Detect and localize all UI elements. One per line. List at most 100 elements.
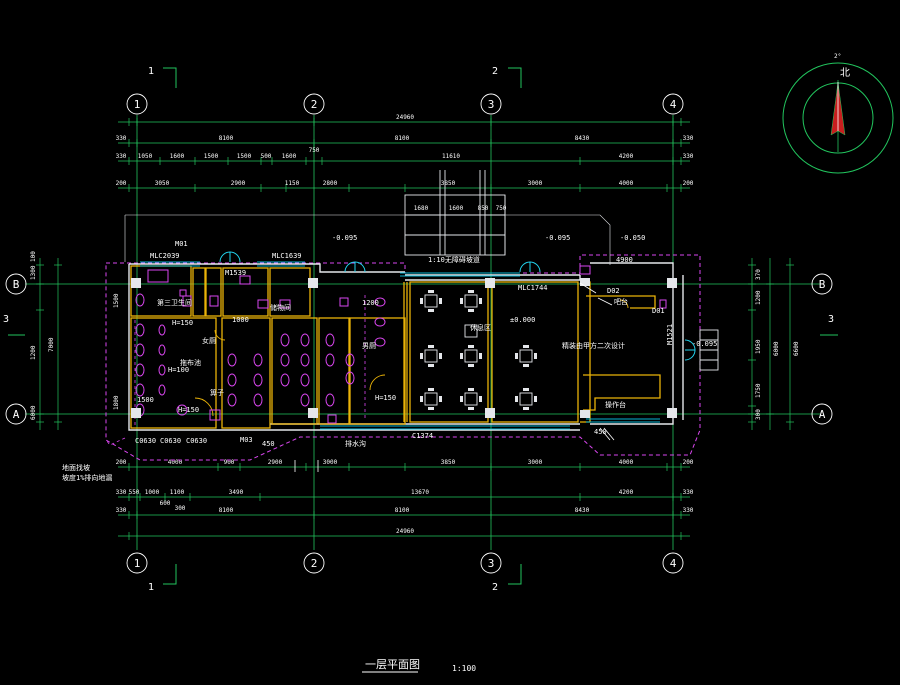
dim-bot-r1-2: 900 [224,459,235,466]
dim-top-r3-7: 750 [309,147,320,154]
label-mlc1744: MLC1744 [518,284,548,292]
label-bar: 吧台 [614,297,628,306]
windows [140,261,660,430]
axis-bubble-1-top [126,93,148,115]
dining-tables [424,294,533,406]
dim-bot-r2-3: 1100 [170,489,185,496]
dimension-lines [39,121,791,537]
dim-top-inner-1: 1600 [449,205,464,212]
axis-label-4-bottom: 4 [670,557,677,570]
axis-label-A-right: A [819,408,826,421]
entrance-ramp [404,170,506,256]
north-arrow [782,62,894,174]
side-steps [699,329,719,371]
north-label: 北 [840,67,850,79]
dim-top-r3-4: 1500 [237,153,252,160]
dim-left-3: 7000 [48,337,55,352]
dim-right-1: 1200 [755,290,762,305]
axis-label-4-top: 4 [670,98,677,111]
dim-right-4: 6600 [793,341,800,356]
dim-top-r4-2: 2900 [231,180,246,187]
dim-left-0: 100 [30,251,37,262]
dim-bot-r1-4: 3000 [323,459,338,466]
axis-label-2-top: 2 [311,98,318,111]
label-h150b: H=150 [178,406,199,414]
label-d002: D02 [607,287,620,295]
label-third-toilet: 第三卫生间 [157,298,192,307]
dim-top-mid-4: 330 [683,135,694,142]
dim-bot-small-0: 600 [160,500,171,507]
axis-label-1-top: 1 [134,98,141,111]
dim-bot-r1-0: 200 [116,459,127,466]
dim-right-5: 1750 [755,383,762,398]
label-h1500: 1500 [137,396,154,404]
axis-bubble-4-bottom [662,552,684,574]
section-mark-1-bottom: 1 [148,582,154,593]
dim-bot-r1-8: 200 [683,459,694,466]
dim-top-r3-6: 1600 [282,153,297,160]
label-v450: 450 [594,428,607,436]
section-mark-3-right: 3 [828,314,834,325]
dim-bot-r2-5: 13670 [411,489,429,496]
dim-top-r3-0: 330 [116,153,127,160]
label-v4900: 4900 [616,256,633,264]
door-swings [219,251,696,361]
label-elev-2: -0.095 [545,234,570,242]
dim-top-mid-2: 8100 [395,135,410,142]
label-elev-5: -0.095 [692,340,717,348]
section-mark-3-left: 3 [3,314,9,325]
dim-bot-r3-1: 8100 [219,507,234,514]
dim-bot-r2-1: 550 [129,489,140,496]
label-c0630c: C0630 [186,437,207,445]
dim-right-0: 370 [755,269,762,280]
dim-left-extra-0: 1500 [113,293,120,308]
axis-bubble-A-left [5,403,27,425]
section-marks [8,67,838,585]
grid-lines [25,115,820,550]
dim-top-r4-1: 3050 [155,180,170,187]
axis-bubble-2-top [303,93,325,115]
dim-bot-r3-4: 330 [683,507,694,514]
section-mark-2-bottom: 2 [492,582,498,593]
label-dining: 休息区 [470,323,491,332]
dim-bot-r1-5: 3850 [441,459,456,466]
dim-bot-r1-7: 4000 [619,459,634,466]
label-design-note: 精装由甲方二次设计 [562,341,625,350]
label-d001: D01 [652,307,665,315]
label-storage: 储物间 [270,303,291,312]
axis-label-1-bottom: 1 [134,557,141,570]
dim-top-r3-10: 330 [683,153,694,160]
label-sewage: 排水沟 [345,439,366,448]
axis-bubble-4-top [662,93,684,115]
label-mop: 拖布池 [180,358,201,367]
label-elev-3: -0.050 [620,234,645,242]
axis-bubble-B-left [5,273,27,295]
drawing-scale: 1:100 [452,664,476,673]
axis-bubble-A-right [811,403,833,425]
sanitary-fixtures [135,265,667,424]
label-service: 操作台 [605,400,626,409]
dim-top-r4-3: 1150 [285,180,300,187]
dim-bot-small-1: 300 [175,505,186,512]
dimension-ticks [36,118,794,540]
label-c0630a: C0630 [135,437,156,445]
axis-bubble-3-top [480,93,502,115]
label-h100: H=100 [168,366,189,374]
dim-top-r4-8: 200 [683,180,694,187]
dim-top-r4-7: 4000 [619,180,634,187]
dim-bottom-total: 24960 [396,528,414,535]
dim-top-r4-5: 3850 [441,180,456,187]
label-m01a: M01 [175,240,188,248]
dim-bot-r1-6: 3000 [528,459,543,466]
label-mlc2039: MLC2039 [150,252,180,260]
interior-door-swings [194,299,629,417]
label-c1374: C1374 [412,432,433,440]
dim-bot-r2-4: 3490 [229,489,244,496]
dim-top-total: 24960 [396,114,414,121]
dim-top-mid-3: 8430 [575,135,590,142]
dining-chairs [420,290,537,410]
dim-top-r4-0: 200 [116,180,127,187]
dim-top-inner-2: 850 [478,205,489,212]
dim-right-3: 6000 [773,341,780,356]
